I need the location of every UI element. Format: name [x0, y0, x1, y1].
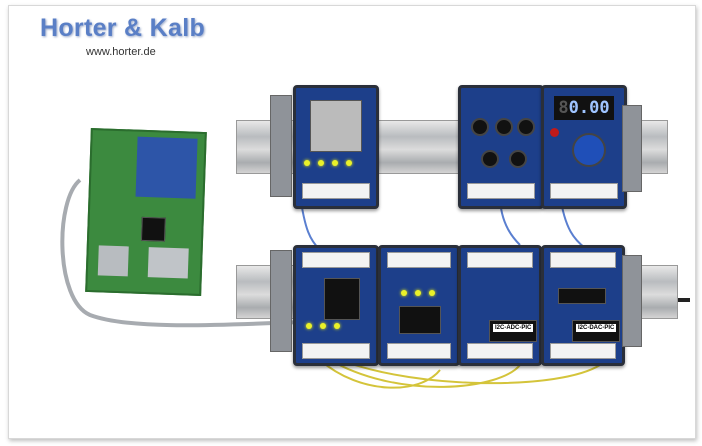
module-switch-input	[293, 85, 379, 209]
end-clamp	[622, 105, 642, 192]
end-clamp	[622, 255, 642, 347]
brand-logo: Horter & Kalb	[40, 14, 206, 42]
module-display: 80.00	[541, 85, 627, 209]
end-clamp	[270, 250, 292, 352]
module-output	[378, 245, 460, 366]
terminal-block	[467, 252, 533, 268]
seven-segment-display: 80.00	[554, 96, 614, 120]
interface-board	[135, 136, 198, 199]
terminal-block	[550, 252, 616, 268]
terminal-block	[387, 252, 451, 268]
terminal-block	[467, 183, 535, 199]
raspberry-pi-board	[85, 128, 207, 296]
display-dim-digit: 8	[558, 98, 569, 118]
terminal-block	[387, 343, 451, 359]
ic-chip	[324, 278, 360, 320]
end-clamp	[270, 95, 292, 197]
terminal-block	[550, 343, 616, 359]
module-relay	[293, 245, 379, 366]
ic-chip	[558, 288, 606, 304]
display-value: 0.00	[568, 98, 610, 118]
usb-port	[97, 245, 129, 277]
brand-url: www.horter.de	[86, 46, 156, 58]
rotary-knob	[572, 133, 606, 167]
adc-chip-label: I2C-ADC-PIC	[493, 324, 534, 332]
toggle-switches	[310, 100, 362, 152]
red-led	[550, 128, 559, 137]
terminal-block	[302, 183, 370, 199]
module-adc: I2C-ADC-PIC	[458, 245, 542, 366]
cpu-chip	[140, 216, 166, 242]
ic-chip	[399, 306, 441, 334]
module-dac: I2C-DAC-PIC	[541, 245, 625, 366]
module-potentiometer	[458, 85, 544, 209]
dac-chip-label: I2C-DAC-PIC	[576, 324, 617, 332]
terminal-block	[302, 252, 370, 268]
terminal-block	[467, 343, 533, 359]
terminal-block	[550, 183, 618, 199]
ethernet-port	[147, 247, 189, 279]
terminal-block	[302, 343, 370, 359]
